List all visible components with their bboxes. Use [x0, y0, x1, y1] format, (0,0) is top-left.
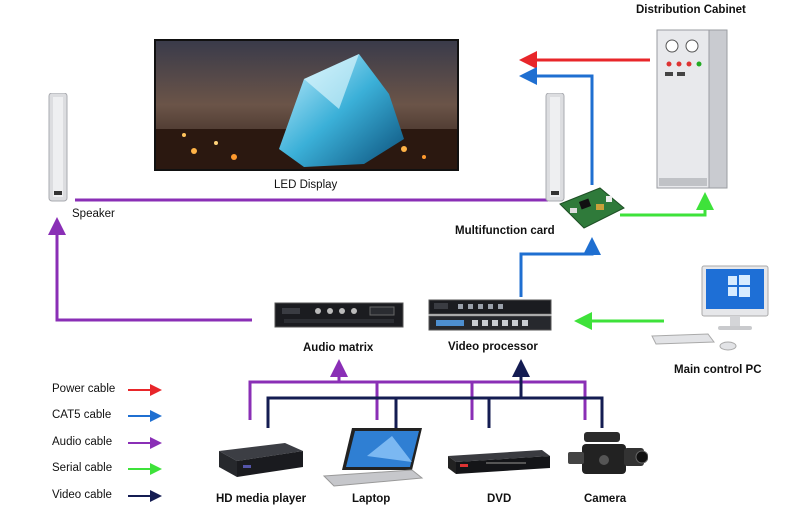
legend-item-audio: Audio cable	[52, 436, 113, 448]
cat5-cable-line-bottom	[519, 237, 601, 297]
legend-item-serial: Serial cable	[52, 462, 113, 474]
audio-bus-line	[248, 380, 587, 420]
distribution-cabinet-image	[656, 29, 728, 189]
laptop-label: Laptop	[352, 493, 391, 505]
led-display-image	[154, 39, 459, 171]
video-processor-image	[428, 299, 552, 331]
multifunction-card-image	[559, 187, 625, 229]
led-display-label: LED Display	[274, 179, 338, 191]
dvd-image	[448, 450, 550, 474]
hd-media-player-image	[219, 443, 303, 477]
dvd-label: DVD	[487, 493, 512, 505]
distribution-cabinet-label: Distribution Cabinet	[636, 4, 746, 16]
audio-matrix-label: Audio matrix	[303, 342, 374, 354]
laptop-image	[322, 428, 424, 487]
main-control-pc-label: Main control PC	[674, 364, 762, 376]
multifunction-card-label: Multifunction card	[455, 225, 555, 237]
speaker-right-image	[545, 93, 565, 202]
speaker-label: Speaker	[72, 208, 115, 220]
video-bus-line	[266, 396, 604, 428]
main-control-pc-image	[651, 265, 769, 351]
legend-item-cat5: CAT5 cable	[52, 409, 112, 421]
hd-media-player-label: HD media player	[216, 493, 307, 505]
audio-cable-line-matrix	[48, 217, 252, 322]
audio-matrix-image	[274, 302, 404, 328]
legend-item-video: Video cable	[52, 489, 112, 501]
speaker-left-image	[48, 93, 68, 202]
video-processor-label: Video processor	[448, 341, 538, 353]
cat5-cable-line-top	[519, 67, 594, 185]
legend-item-power: Power cable	[52, 383, 116, 395]
camera-label: Camera	[584, 493, 627, 505]
serial-cable-line-cabinet	[620, 192, 714, 217]
camera-image	[568, 432, 648, 474]
